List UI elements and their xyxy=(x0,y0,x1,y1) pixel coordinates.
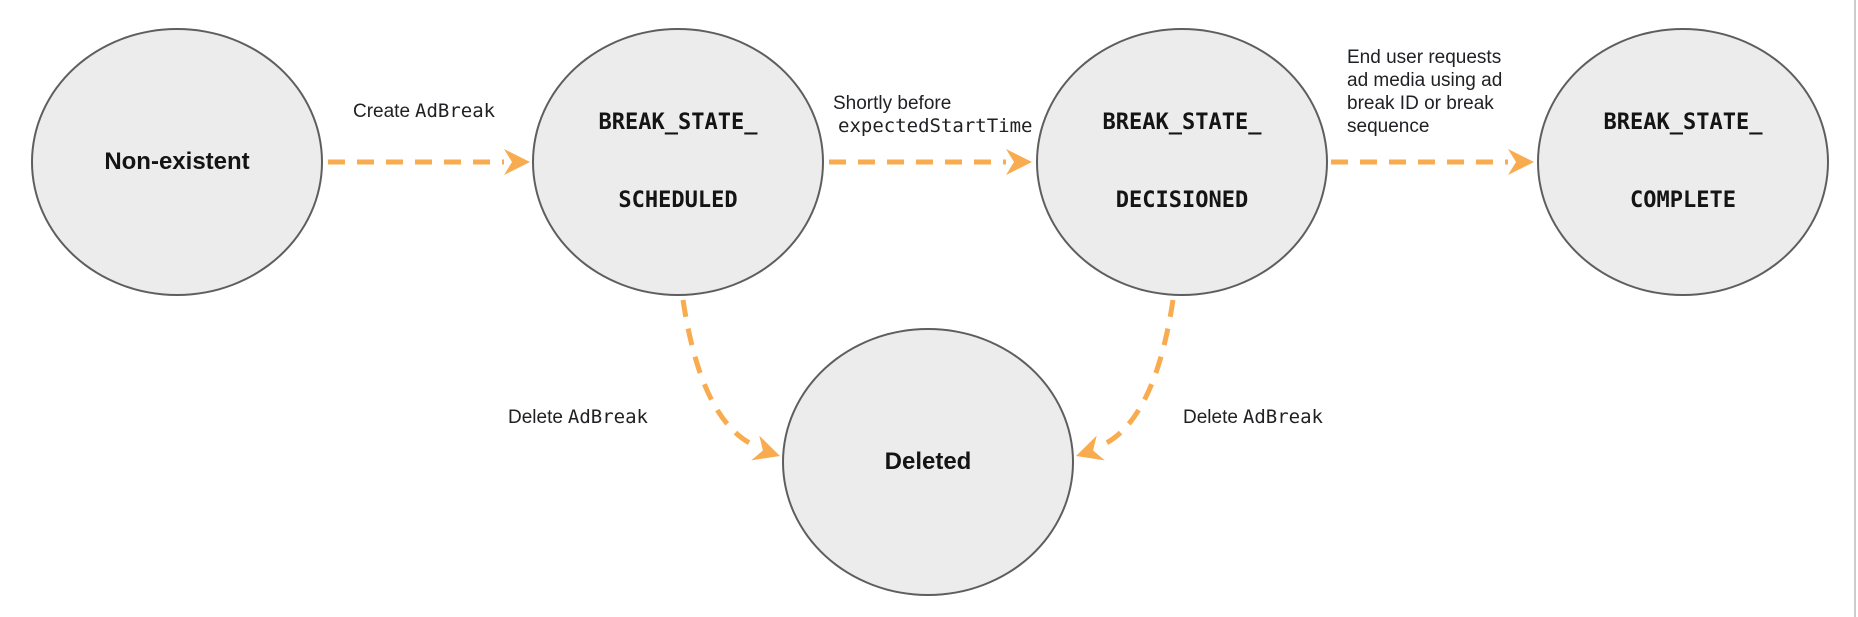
state-label: Deleted xyxy=(884,448,972,475)
state-label: BREAK_STATE_ COMPLETE xyxy=(1603,110,1763,213)
state-node-break-state-decisioned: BREAK_STATE_ DECISIONED xyxy=(1036,28,1328,296)
arrowhead-icon xyxy=(504,149,530,175)
state-node-break-state-scheduled: BREAK_STATE_ SCHEDULED xyxy=(532,28,824,296)
transition-label-shortly-before: Shortly before expectedStartTime xyxy=(833,93,1033,137)
arrowhead-icon xyxy=(1508,149,1534,175)
arrow-delete-adbreak-right xyxy=(1097,299,1176,450)
arrowhead-icon xyxy=(1076,435,1105,461)
state-node-break-state-complete: BREAK_STATE_ COMPLETE xyxy=(1537,28,1829,296)
transition-label-end-user-requests: End user requests ad media using ad brea… xyxy=(1347,47,1503,137)
state-node-non-existent: Non-existent xyxy=(31,28,323,296)
state-label: BREAK_STATE_ DECISIONED xyxy=(1102,110,1262,213)
state-label: Non-existent xyxy=(104,148,250,175)
state-label: BREAK_STATE_ SCHEDULED xyxy=(598,110,758,213)
state-node-deleted: Deleted xyxy=(782,328,1074,596)
arrow-delete-adbreak-left xyxy=(680,299,759,450)
arrowhead-icon xyxy=(1006,149,1032,175)
arrowhead-icon xyxy=(751,435,780,461)
page-right-border xyxy=(1854,0,1856,617)
